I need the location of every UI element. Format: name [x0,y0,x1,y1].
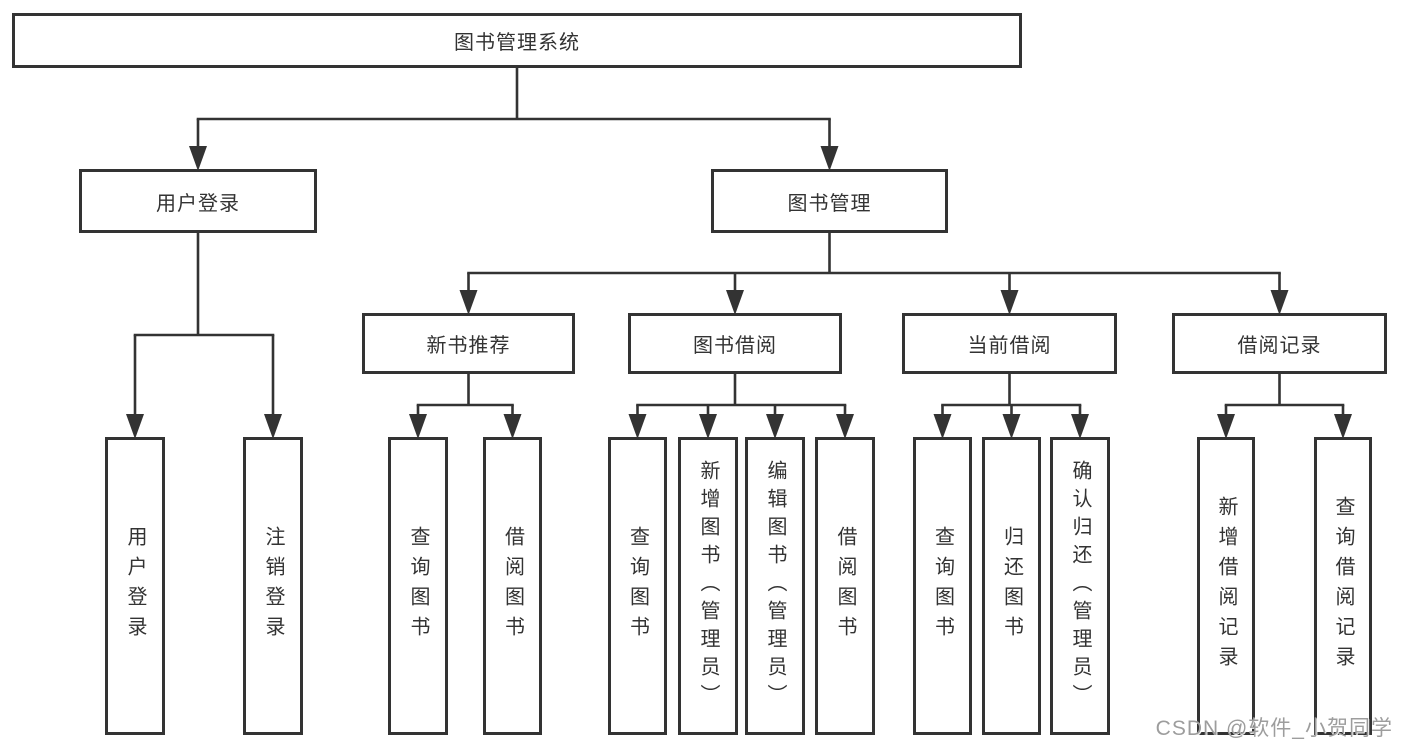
node-label-user-login: 用户登录 [156,192,240,215]
node-label-nbr-borrow-books: 借阅图书 [501,526,524,646]
connector-group-book-borrow [628,372,854,439]
node-root: 图书管理系统 [12,13,1022,68]
node-new-book-rec: 新书推荐 [362,313,575,374]
node-label-cb-confirm-return: 确认归还（管理员） [1069,460,1091,712]
node-login-leaf: 用户登录 [105,437,165,735]
node-cb-return-books: 归还图书 [982,437,1041,735]
node-label-bb-edit-books: 编辑图书（管理员） [764,460,786,712]
node-label-br-add-record: 新增借阅记录 [1215,496,1237,676]
watermark: CSDN @软件_小贺同学 [1155,717,1393,740]
node-bb-borrow-books: 借阅图书 [815,437,875,735]
node-user-login: 用户登录 [79,169,317,233]
node-label-bb-query-books: 查询图书 [626,526,649,646]
node-label-nbr-query-books: 查询图书 [407,526,429,646]
node-label-cb-query-books: 查询图书 [931,526,954,646]
node-cb-query-books: 查询图书 [913,437,972,735]
node-label-book-borrow: 图书借阅 [693,335,777,357]
node-label-cb-return-books: 归还图书 [1000,526,1023,646]
node-current-borrow: 当前借阅 [902,313,1117,374]
connector-group-new-book-rec [409,372,522,439]
node-book-mgmt: 图书管理 [711,169,948,233]
node-br-query-record: 查询借阅记录 [1314,437,1372,735]
node-cb-confirm-return: 确认归还（管理员） [1050,437,1110,735]
node-bb-edit-books: 编辑图书（管理员） [745,437,805,735]
node-label-borrow-records: 借阅记录 [1237,335,1322,357]
connector-group-user-login [126,231,282,439]
connector-group-book-mgmt [459,231,1289,315]
connector-group-borrow-records [1217,372,1352,439]
node-label-new-book-rec: 新书推荐 [426,335,511,357]
node-logout-leaf: 注销登录 [243,437,303,735]
node-label-book-mgmt: 图书管理 [787,192,872,215]
node-label-root: 图书管理系统 [454,32,580,54]
node-label-current-borrow: 当前借阅 [967,335,1052,357]
node-book-borrow: 图书借阅 [628,313,842,374]
node-label-br-query-record: 查询借阅记录 [1332,496,1354,676]
node-label-logout-leaf: 注销登录 [262,526,284,646]
node-bb-add-books: 新增图书（管理员） [678,437,738,735]
node-label-login-leaf: 用户登录 [124,526,146,646]
connector-group-current-borrow [933,372,1089,439]
node-br-add-record: 新增借阅记录 [1197,437,1255,735]
node-nbr-borrow-books: 借阅图书 [483,437,542,735]
node-label-bb-add-books: 新增图书（管理员） [697,460,719,712]
node-label-bb-borrow-books: 借阅图书 [834,526,856,646]
node-nbr-query-books: 查询图书 [388,437,448,735]
connector-group-root [189,66,839,171]
node-borrow-records: 借阅记录 [1172,313,1387,374]
node-bb-query-books: 查询图书 [608,437,667,735]
